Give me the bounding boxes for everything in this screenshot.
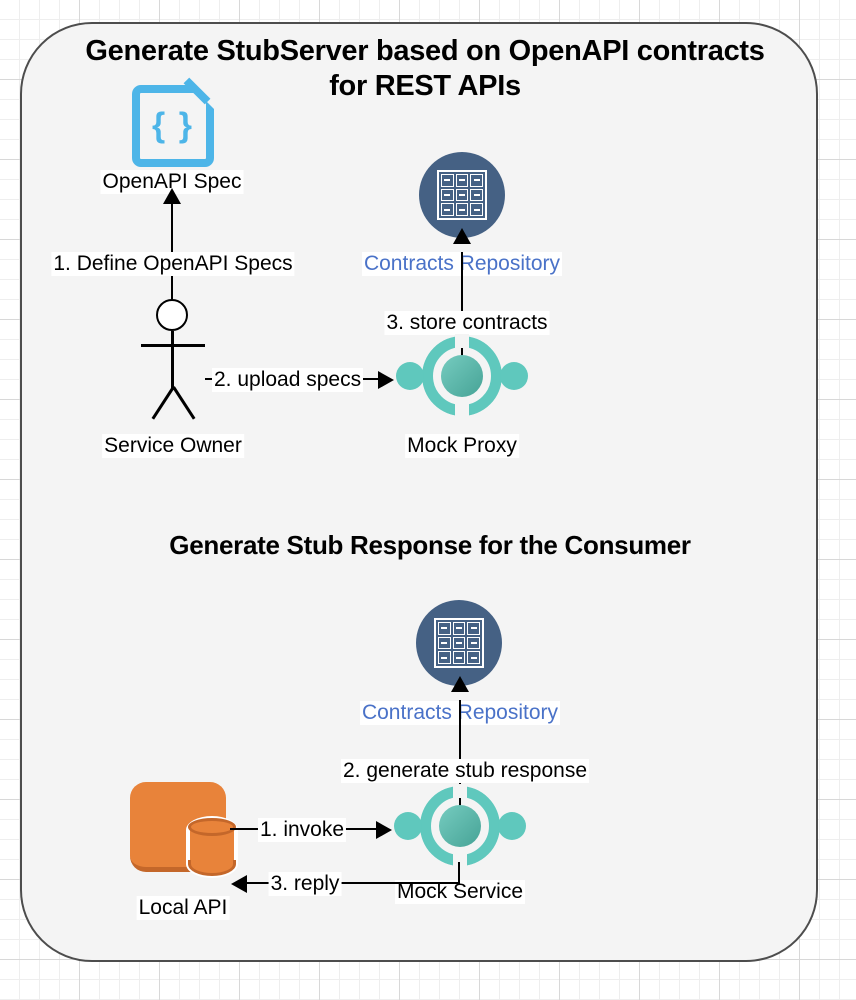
actor-stick-figure-icon: [128, 299, 218, 420]
edge-line-reply-horizontal: [247, 882, 460, 884]
edge-label-store-contracts: 3. store contracts: [384, 311, 550, 336]
proxy-endpoint-left: [394, 812, 422, 840]
mock-proxy-node-icon: [396, 334, 528, 426]
proxy-endpoint-left: [396, 362, 424, 390]
repo-drawer: [455, 203, 469, 216]
repo-drawer: [470, 174, 483, 187]
repo-drawer: [441, 188, 454, 202]
proxy-core: [439, 805, 481, 847]
actor-body: [171, 331, 174, 389]
edge-label-invoke: 1. invoke: [257, 818, 347, 843]
edge-arrowhead-generate-stub-response: [451, 676, 469, 692]
actor-head: [156, 299, 188, 331]
actor-arms: [141, 344, 205, 347]
edge-arrowhead-store-contracts: [453, 228, 471, 244]
edge-arrowhead-reply: [231, 875, 247, 893]
mock-service-node-icon: [394, 784, 526, 876]
repo-drawer: [438, 636, 451, 650]
repo-drawer-grid: [437, 170, 487, 220]
edge-label-define-openapi-specs: 1. Define OpenAPI Specs: [51, 252, 295, 277]
contracts-repository-filing-cabinet-icon: [419, 152, 505, 238]
repo-drawer: [452, 622, 466, 635]
edge-label-upload-specs: 2. upload specs: [212, 368, 364, 393]
edge-line-generate-stub-response: [459, 700, 461, 812]
edge-label-generate-stub-response: 2. generate stub response: [340, 759, 590, 784]
repo-drawer: [455, 188, 469, 202]
repo-drawer: [452, 651, 466, 664]
edge-line-store-contracts: [461, 252, 463, 362]
proxy-core: [441, 355, 483, 397]
repo-drawer: [438, 651, 451, 664]
proxy-ring-gap-bottom: [455, 404, 469, 418]
actor-leg-left: [151, 386, 175, 420]
proxy-endpoint-right: [498, 812, 526, 840]
node-label-mock-proxy: Mock Proxy: [405, 434, 519, 459]
repo-drawer: [455, 174, 469, 187]
repo-drawer: [441, 174, 454, 187]
repo-drawer: [467, 636, 480, 650]
database-bottom-curve: [188, 860, 236, 876]
edge-line-reply-vertical: [458, 862, 460, 884]
curly-braces-glyph: { }: [152, 106, 194, 145]
openapi-document-icon: { }: [132, 77, 215, 167]
repo-drawer: [470, 188, 483, 202]
repo-drawer-grid: [434, 618, 484, 668]
repo-drawer: [441, 203, 454, 216]
section-1-heading: Generate StubServer based on OpenAPI con…: [85, 35, 765, 103]
proxy-ring-gap-top: [453, 784, 467, 798]
repo-drawer: [452, 636, 466, 650]
proxy-ring-gap-bottom: [453, 854, 467, 868]
repo-drawer: [467, 651, 480, 664]
edge-arrowhead-define-openapi-specs: [163, 188, 181, 204]
database-top-ellipse: [188, 818, 236, 836]
proxy-ring-gap-top: [455, 334, 469, 348]
api-database-wrap: [182, 810, 242, 884]
repo-drawer: [470, 203, 483, 216]
node-label-local-api: Local API: [136, 896, 230, 921]
node-label-service-owner: Service Owner: [102, 434, 244, 459]
actor-leg-right: [172, 386, 196, 420]
edge-arrowhead-invoke: [376, 821, 392, 839]
edge-label-reply: 3. reply: [268, 872, 342, 897]
edge-arrowhead-upload-specs: [378, 371, 394, 389]
proxy-endpoint-right: [500, 362, 528, 390]
repo-drawer: [467, 622, 480, 635]
repo-drawer: [438, 622, 451, 635]
node-label-mock-service: Mock Service: [394, 880, 526, 905]
section-2-heading: Generate Stub Response for the Consumer: [169, 530, 691, 560]
contracts-repository-filing-cabinet-icon-2: [416, 600, 502, 686]
local-api-database-icon: [130, 782, 242, 884]
